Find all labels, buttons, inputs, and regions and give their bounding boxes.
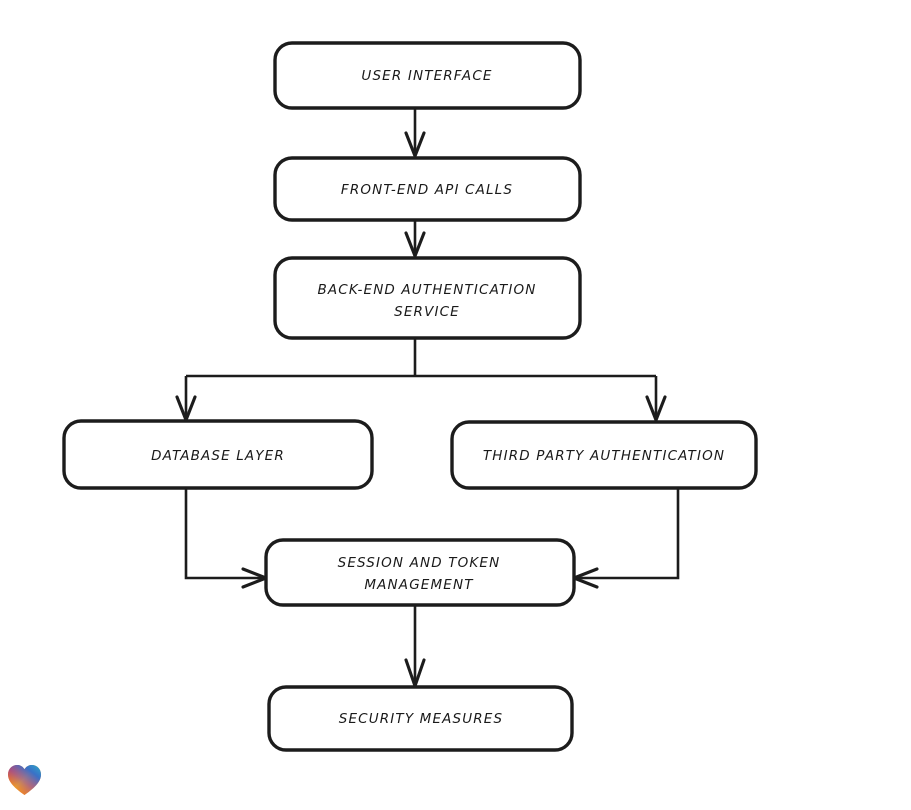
edge-third-party-auth-to-session-token-mgmt: [572, 488, 680, 589]
node-database-layer-label: DATABASE LAYER: [151, 448, 285, 464]
node-third-party-auth-label: THIRD PARTY AUTHENTICATION: [483, 448, 725, 464]
node-user-interface-shape: [273, 41, 582, 110]
heart-icon-fill: [8, 764, 41, 796]
node-third-party-auth-shape: [450, 420, 758, 490]
node-frontend-api-calls-label: FRONT-END API CALLS: [341, 182, 513, 198]
node-backend-auth-service-label-line1: BACK-END AUTHENTICATION: [317, 282, 536, 298]
node-user-interface[interactable]: USER INTERFACE: [273, 41, 582, 110]
edge-session-token-mgmt-to-security-measures: [404, 605, 426, 688]
node-security-measures-label: SECURITY MEASURES: [339, 711, 503, 727]
node-security-measures-shape: [267, 685, 574, 752]
node-session-token-mgmt[interactable]: SESSION AND TOKEN MANAGEMENT: [264, 538, 576, 607]
heart-icon: [8, 764, 41, 796]
node-security-measures[interactable]: SECURITY MEASURES: [267, 685, 574, 752]
node-session-token-mgmt-shape: [264, 538, 576, 607]
node-session-token-mgmt-label-line1: SESSION AND TOKEN: [338, 555, 501, 571]
node-database-layer[interactable]: DATABASE LAYER: [62, 419, 374, 490]
node-database-layer-shape: [62, 419, 374, 490]
node-user-interface-label: USER INTERFACE: [361, 68, 492, 84]
node-third-party-auth[interactable]: THIRD PARTY AUTHENTICATION: [450, 420, 758, 490]
edge-user-interface-to-frontend-api-calls: [404, 108, 426, 158]
node-frontend-api-calls[interactable]: FRONT-END API CALLS: [273, 156, 582, 222]
node-session-token-mgmt-label-line2: MANAGEMENT: [364, 577, 474, 593]
node-backend-auth-service-shape: [273, 256, 582, 340]
edge-backend-auth-service-branch: [175, 338, 667, 422]
edge-frontend-api-calls-to-backend-auth-service: [404, 220, 426, 258]
node-frontend-api-calls-shape: [273, 156, 582, 222]
edge-database-layer-to-session-token-mgmt: [184, 488, 268, 589]
node-backend-auth-service-label-line2: SERVICE: [394, 304, 460, 320]
node-backend-auth-service[interactable]: BACK-END AUTHENTICATION SERVICE: [273, 256, 582, 340]
